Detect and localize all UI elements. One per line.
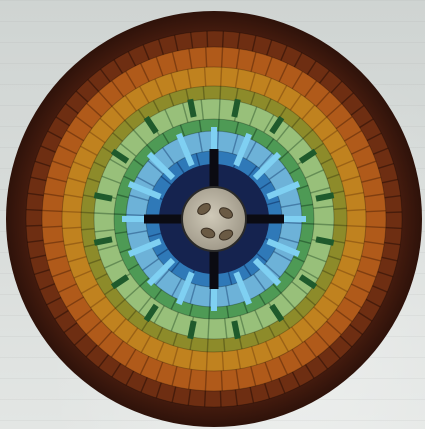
tile-grout <box>219 99 220 119</box>
tile-grout <box>42 210 62 211</box>
tile-grout <box>366 227 386 228</box>
tile-grout <box>114 214 126 215</box>
tile-grout <box>209 307 210 319</box>
green-bar-tile <box>190 321 194 339</box>
tile-grout <box>221 67 222 86</box>
tile-grout <box>347 226 366 227</box>
green-bar-tile <box>94 239 112 243</box>
tile-grout <box>208 319 209 339</box>
green-bar-tile <box>234 99 238 117</box>
tile-grout <box>366 211 386 212</box>
tile-grout <box>210 287 211 307</box>
tile-grout <box>205 391 206 407</box>
green-bar-tile <box>316 195 334 199</box>
tile-grout <box>126 215 146 216</box>
tile-grout <box>220 391 221 407</box>
tile-grout <box>206 352 207 371</box>
tile-grout <box>334 225 347 226</box>
tile-grout <box>42 226 62 227</box>
tile-grout <box>386 212 402 213</box>
tile-grout <box>223 31 224 47</box>
tile-grout <box>314 224 334 225</box>
tile-grout <box>205 371 206 391</box>
tile-grout <box>207 339 208 352</box>
tile-grout <box>221 371 222 391</box>
green-bar-tile <box>234 321 238 339</box>
tile-grout <box>302 223 314 224</box>
green-bar-tile <box>190 99 194 117</box>
tile-grout <box>62 211 81 212</box>
tile-grout <box>222 47 223 67</box>
tile-grout <box>81 212 94 213</box>
green-bar-tile <box>316 239 334 243</box>
tile-grout <box>220 86 221 99</box>
tile-grout <box>217 131 218 151</box>
center-disc <box>182 187 246 251</box>
tile-grout <box>26 225 42 226</box>
green-bar-tile <box>94 195 112 199</box>
tile-grout <box>218 119 219 131</box>
tile-grout <box>386 228 402 229</box>
tile-grout <box>282 222 302 223</box>
tile-grout <box>206 47 207 67</box>
tile-grout <box>26 210 42 211</box>
tile-grout <box>94 213 114 214</box>
tile-grout <box>207 31 208 47</box>
